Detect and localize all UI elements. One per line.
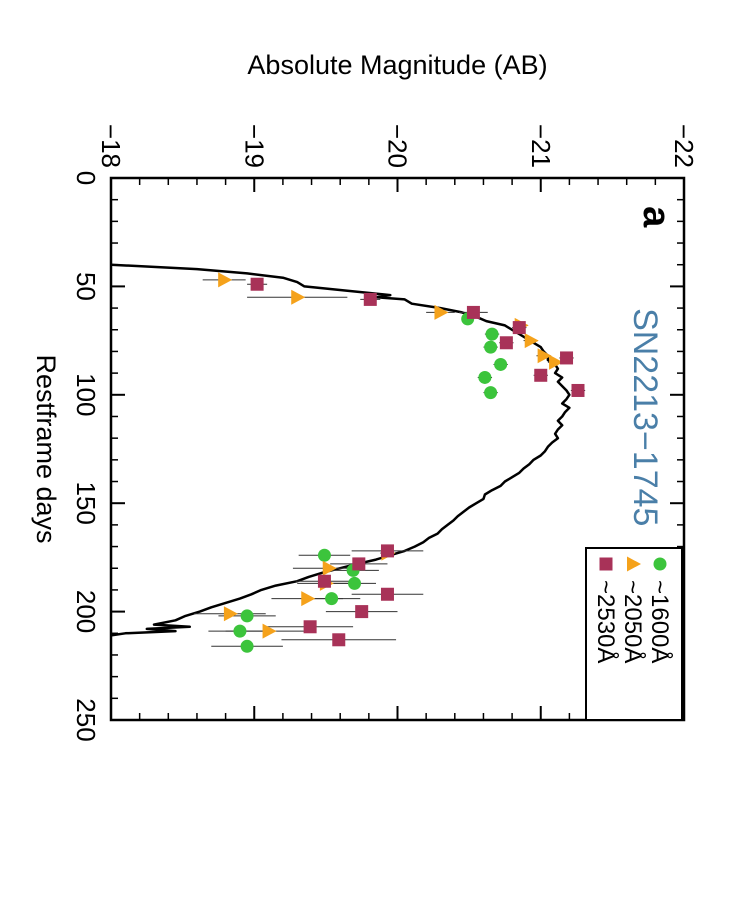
legend-marker-shape [653, 557, 667, 571]
data-point-circle [484, 386, 498, 400]
y-tick-label: −21 [526, 124, 556, 168]
x-tick-label: 150 [71, 482, 101, 525]
y-tick-label: −20 [383, 124, 413, 168]
data-point-square [534, 368, 548, 382]
data-point-square [317, 574, 331, 588]
y-tick-label: −19 [239, 124, 269, 168]
data-point-square [499, 336, 513, 350]
data-point-triangle [434, 304, 449, 320]
x-tick-label: 200 [71, 590, 101, 633]
data-points-layer [218, 272, 585, 653]
legend-label-2530: ~2530Å [592, 580, 620, 663]
model-light-curve [110, 263, 571, 637]
object-name-label: SN2213−1745 [626, 308, 664, 526]
x-tick-label: 100 [71, 373, 101, 416]
data-point-circle [484, 340, 498, 354]
data-point-circle [233, 624, 247, 638]
legend-label-1600: ~1600Å [646, 580, 674, 663]
rotated-plot: 0 50 100 150 200 250 −18 −19 −20 −21 −22 Restframe… [31, 50, 699, 742]
data-point-square [303, 620, 317, 634]
legend-marker-shape [627, 556, 641, 572]
data-point-circle [485, 327, 499, 341]
data-point-circle [317, 548, 331, 562]
legend-entry-2050: ~2050Å [619, 556, 647, 663]
data-point-circle [494, 357, 508, 371]
data-point-triangle [218, 272, 233, 288]
legend-circle-marker [653, 557, 667, 571]
data-point-circle [348, 576, 362, 590]
y-axis-title: Absolute Magnitude (AB) [247, 50, 547, 80]
y-tick-label: −22 [669, 124, 699, 168]
data-point-triangle [537, 348, 552, 364]
tick-labels-layer: 0 50 100 150 200 250 −18 −19 −20 −21 −22 [71, 124, 699, 742]
data-point-triangle [262, 623, 277, 639]
data-point-square [512, 321, 526, 335]
ticks-layer [110, 177, 685, 721]
legend-entry-2530: ~2530Å [592, 557, 620, 663]
data-point-square [352, 557, 366, 571]
data-point-square [560, 351, 574, 365]
legend-box [585, 547, 683, 721]
legend-marker-shape [599, 557, 613, 571]
legend-triangle-marker [627, 556, 641, 572]
data-point-circle [240, 639, 254, 653]
data-point-triangle [223, 606, 238, 622]
data-point-circle [325, 592, 339, 606]
legend-entry-1600: ~1600Å [646, 557, 674, 663]
data-point-triangle [322, 560, 337, 576]
data-point-square [355, 605, 369, 619]
data-point-triangle [524, 333, 539, 349]
y-tick-label: −18 [96, 124, 126, 168]
data-point-square [380, 587, 394, 601]
x-tick-label: 50 [71, 272, 101, 301]
data-point-square [250, 277, 264, 291]
data-point-triangle [291, 289, 306, 305]
x-axis-title: Restframe days [31, 354, 61, 543]
data-point-square [363, 292, 377, 306]
x-tick-label: 250 [71, 698, 101, 741]
model-curve-layer [110, 263, 571, 637]
legend-square-marker [599, 557, 613, 571]
panel-label: a [635, 206, 677, 228]
data-point-circle [240, 609, 254, 623]
data-point-square [571, 383, 585, 397]
data-point-square [466, 305, 480, 319]
legend: ~1600Å ~2050Å ~2530Å [585, 547, 683, 721]
data-point-triangle [549, 354, 564, 370]
data-point-square [380, 544, 394, 558]
x-tick-label: 0 [71, 171, 101, 185]
data-point-circle [478, 370, 492, 384]
legend-label-2050: ~2050Å [619, 580, 647, 663]
data-point-square [332, 633, 346, 647]
data-point-triangle [301, 591, 316, 607]
